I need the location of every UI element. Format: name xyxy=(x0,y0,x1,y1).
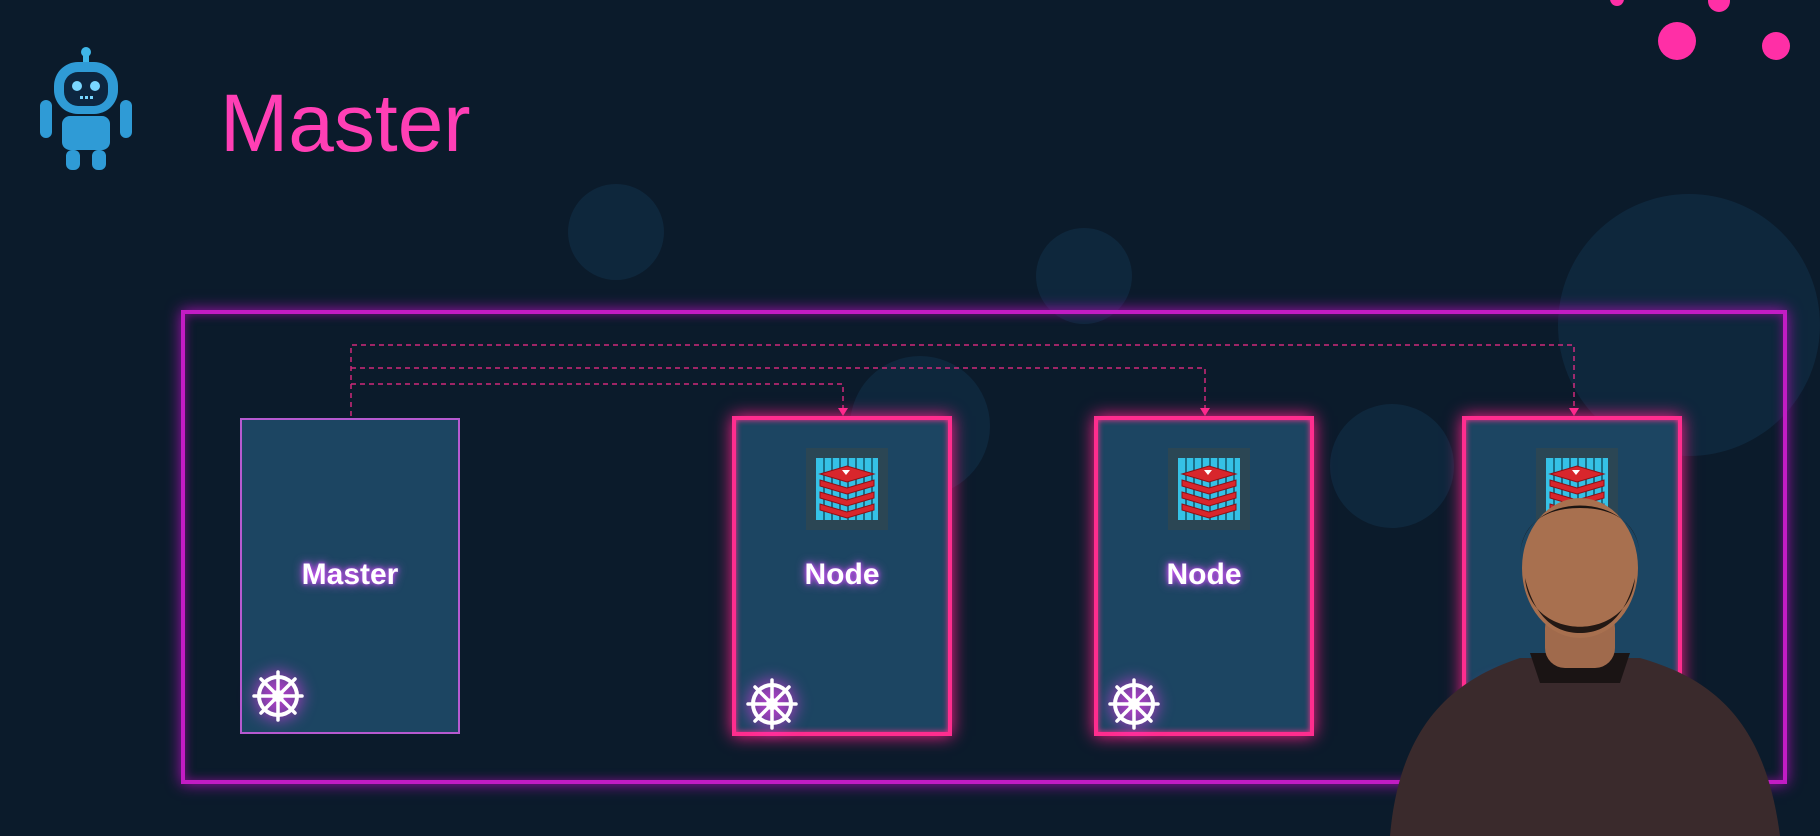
kubernetes-helm-icon xyxy=(1108,678,1160,730)
background-circle xyxy=(568,184,664,280)
robot-icon xyxy=(40,47,132,170)
worker-node-box: Node xyxy=(732,416,952,736)
kubernetes-helm-icon xyxy=(746,678,798,730)
decorative-dot xyxy=(1762,32,1790,60)
decorative-dot xyxy=(1708,0,1730,12)
decorative-dot xyxy=(1658,22,1696,60)
kubernetes-helm-icon xyxy=(252,670,304,722)
node-label: Node xyxy=(1166,558,1242,591)
background-circle xyxy=(1330,404,1454,528)
background-circle xyxy=(1036,228,1132,324)
node-label: Node xyxy=(804,558,880,591)
worker-node-box: Node xyxy=(1094,416,1314,736)
background-circle xyxy=(1558,194,1820,456)
master-label: Master xyxy=(301,558,399,591)
redis-container-icon xyxy=(806,448,888,530)
master-node-box: Master xyxy=(240,418,460,734)
decorative-dot xyxy=(1610,0,1624,6)
redis-container-icon xyxy=(1168,448,1250,530)
cluster-boundary xyxy=(181,310,1787,784)
presenter-video-overlay xyxy=(1390,498,1780,836)
slide-title: Master xyxy=(220,78,471,169)
